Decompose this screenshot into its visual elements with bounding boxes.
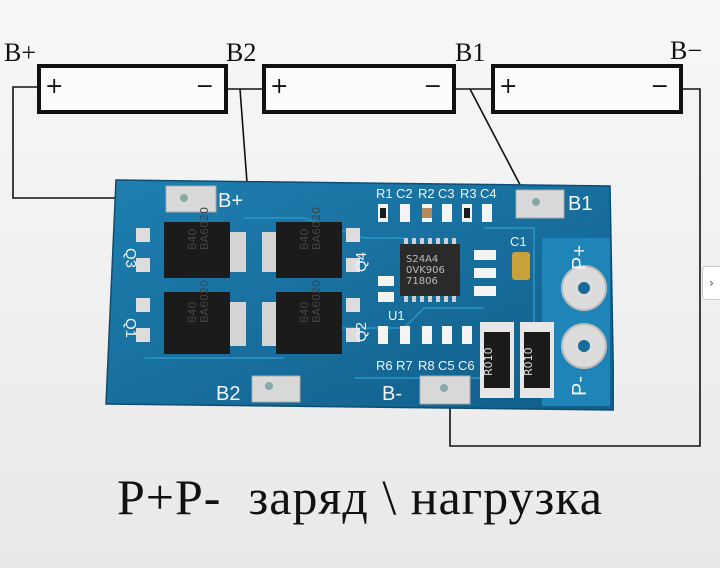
silk-b-plus: B+ [218, 190, 243, 212]
silk-b2: B2 [216, 383, 240, 405]
silk-p-plus: P+ [569, 245, 591, 270]
next-arrow-icon[interactable]: › [702, 266, 720, 300]
silk-p-minus: P- [569, 376, 591, 396]
wire-b-plus [12, 86, 190, 199]
terminal-label-b-plus: B+ [4, 38, 37, 67]
terminal-label-b2: B2 [226, 38, 257, 67]
cell-minus-sign: − [423, 74, 442, 99]
svg-text:R010: R010 [522, 347, 535, 376]
shunt-resistor-2: R010 [520, 322, 554, 398]
pad-b1 [515, 189, 565, 219]
silk-r3: R3 [460, 186, 477, 201]
battery-cell-2: + − [262, 64, 456, 114]
terminal-label-b1: B1 [455, 38, 486, 67]
mosfet-marking: B40BA6020 [298, 207, 323, 250]
cell-minus-sign: − [650, 74, 669, 99]
silk-c6: C6 [458, 358, 475, 373]
silk-r1: R1 [376, 186, 393, 201]
mosfet-q1 [136, 292, 246, 354]
silk-r2: R2 [418, 186, 435, 201]
silk-c2: C2 [396, 186, 413, 201]
diagram-caption: P+P- заряд \ нагрузка [116, 469, 603, 525]
silk-c1: C1 [510, 234, 527, 249]
silk-c5: C5 [438, 358, 455, 373]
cell-minus-sign: − [195, 74, 214, 99]
mosfet-marking: B40BA6020 [298, 280, 323, 323]
silk-b1: B1 [568, 193, 592, 215]
cell-plus-sign: + [270, 74, 289, 99]
silk-b-minus: B- [382, 383, 402, 405]
silk-r8: R8 [418, 358, 435, 373]
mosfet-q3 [136, 222, 246, 278]
bms-pcb-board: B+ B1 B2 B- P+ P- [105, 179, 614, 411]
silk-q1: Q1 [122, 318, 139, 338]
mosfet-q4 [262, 222, 360, 278]
cell-plus-sign: + [45, 74, 64, 99]
terminal-label-b-minus: B− [670, 36, 703, 65]
silk-c3: C3 [438, 186, 455, 201]
silk-q3: Q3 [122, 248, 139, 268]
battery-cell-1: + − [37, 64, 228, 114]
wire-b-minus [449, 88, 701, 447]
svg-text:R010: R010 [482, 347, 495, 376]
pad-b-plus [165, 185, 217, 213]
silk-r7: R7 [396, 358, 413, 373]
silk-q2: Q2 [353, 322, 370, 342]
silk-r6: R6 [376, 358, 393, 373]
mosfet-marking: B40BA6020 [186, 280, 211, 323]
mosfet-q2 [262, 292, 360, 354]
battery-cell-3: + − [491, 64, 683, 114]
shunt-resistor-1: R010 [480, 322, 514, 398]
wire-b1 [469, 88, 529, 201]
cell-plus-sign: + [499, 74, 518, 99]
capacitor-c1 [512, 252, 530, 280]
silk-c4: C4 [480, 186, 497, 201]
mosfet-marking: B40BA6020 [186, 207, 211, 250]
silk-u1: U1 [388, 308, 405, 323]
pad-b2 [251, 375, 301, 403]
silk-q4: Q4 [353, 252, 370, 272]
